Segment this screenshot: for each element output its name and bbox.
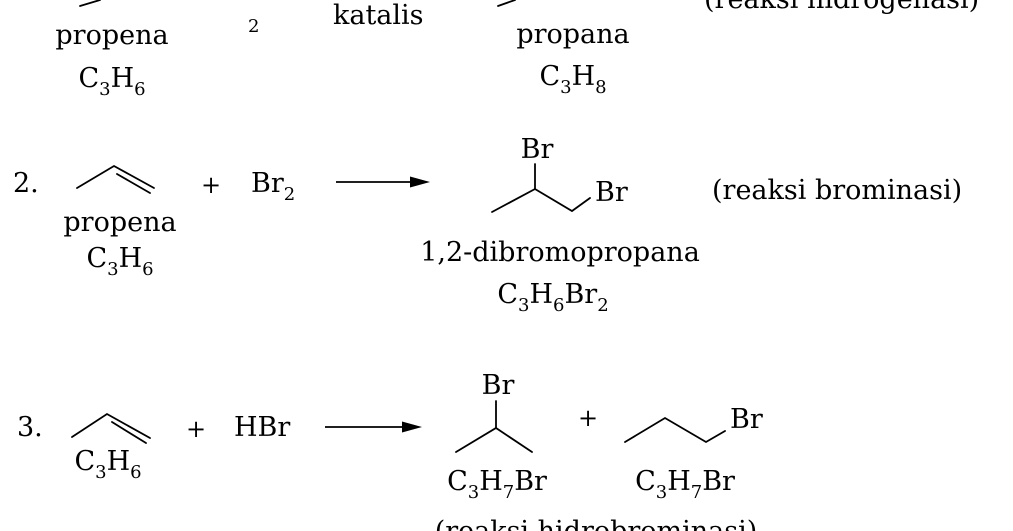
r1-product-bond-fragment [497,0,516,7]
r2-plus-sign: + [201,171,221,199]
r2-reagent: Br2 [251,168,295,205]
r3-product2-formula: C3H7Br [635,466,735,503]
r2-type-label: (reaksi brominasi) [712,175,962,206]
r3-reactant-formula: C3H6 [74,446,141,483]
r3-product1-formula: C3H7Br [447,466,547,503]
r3-product-plus-sign: + [578,404,598,432]
r1-type-label: (reaksi hidrogenasi) [704,0,979,15]
r2-product-br-top: Br [521,134,554,165]
r3-reaction-arrow [325,421,422,433]
r1-reactant-formula: C3H6 [78,63,145,100]
r3-reagent: HBr [234,412,290,443]
r2-product-formula: C3H6Br2 [497,279,608,316]
r1-reactant-bond-fragment [79,0,101,7]
r3-product2-br: Br [730,404,763,435]
r2-reactant-name: propena [63,207,176,238]
r3-product1-br-top: Br [482,370,515,401]
r2-product-br-right: Br [595,177,628,208]
r2-reactant-formula: C3H6 [86,243,153,280]
r3-2-bromopropane-structure [455,400,533,453]
reaction-3: 3. C3H6 + HBr Br C3H7Br + Br C3H7Br (rea… [17,370,763,531]
r3-1-bromopropane-structure [624,416,726,444]
r3-plus-sign: + [186,415,206,443]
reaction-2: 2. propena C3H6 + Br2 Br Br (reaksi brom… [13,134,962,316]
r2-number: 2. [13,168,39,199]
r1-product-name: propana [516,19,629,50]
r1-reagent-subscript: 2 [248,16,259,37]
reaction-1: 2 katalis (reaksi hidrogenasi) propena C… [55,0,979,100]
r3-propene-structure [71,412,151,444]
r2-dibromopropane-structure [491,163,591,213]
r1-reactant-name: propena [55,20,168,51]
r3-number: 3. [17,412,43,443]
r2-product-name: 1,2-dibromopropana [420,237,700,268]
r2-propene-structure [76,164,155,194]
r3-type-label: (reaksi hidrobrominasi) [435,516,758,531]
r2-reaction-arrow [336,176,430,188]
r1-catalyst-label: katalis [333,0,424,31]
r1-product-formula: C3H8 [539,61,606,98]
